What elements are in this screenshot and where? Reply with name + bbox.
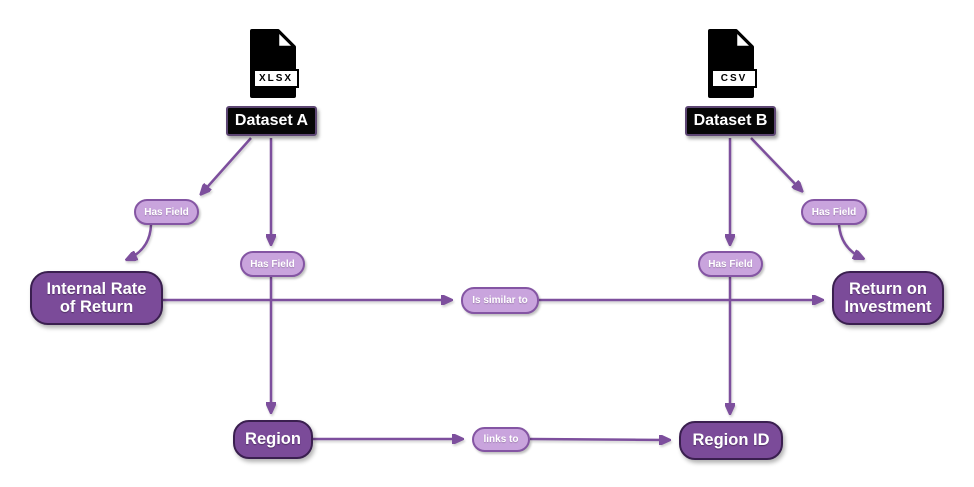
edge-label-has-field[interactable]: Has Field (698, 251, 763, 277)
entity-node-internal-rate-of-return[interactable]: Internal Rate of Return (30, 271, 163, 325)
document-shape (250, 29, 296, 98)
edge-label-is-similar-to[interactable]: Is similar to (461, 287, 539, 314)
edge-label-has-field[interactable]: Has Field (240, 251, 305, 277)
entity-node-return-on-investment[interactable]: Return on Investment (832, 271, 944, 325)
entity-label-line: Internal Rate (46, 279, 147, 298)
entity-label-line: Return on (849, 279, 927, 298)
entity-node-region[interactable]: Region (233, 420, 313, 459)
entity-node-region-id[interactable]: Region ID (679, 421, 783, 460)
xlsx-file-icon[interactable]: XLSX (248, 28, 299, 99)
dataset-a-node[interactable]: Dataset A (226, 106, 317, 136)
entity-label-line: Investment (844, 298, 932, 316)
edge-label-has-field[interactable]: Has Field (134, 199, 199, 225)
entity-label-line: of Return (59, 298, 134, 316)
dataset-b-node[interactable]: Dataset B (685, 106, 776, 136)
csv-file-icon[interactable]: CSV (706, 28, 757, 99)
edge-label-links-to[interactable]: links to (472, 427, 530, 452)
edge-label-has-field[interactable]: Has Field (801, 199, 867, 225)
file-type-label: XLSX (253, 69, 299, 88)
file-type-label: CSV (711, 69, 757, 88)
document-shape (708, 29, 754, 98)
